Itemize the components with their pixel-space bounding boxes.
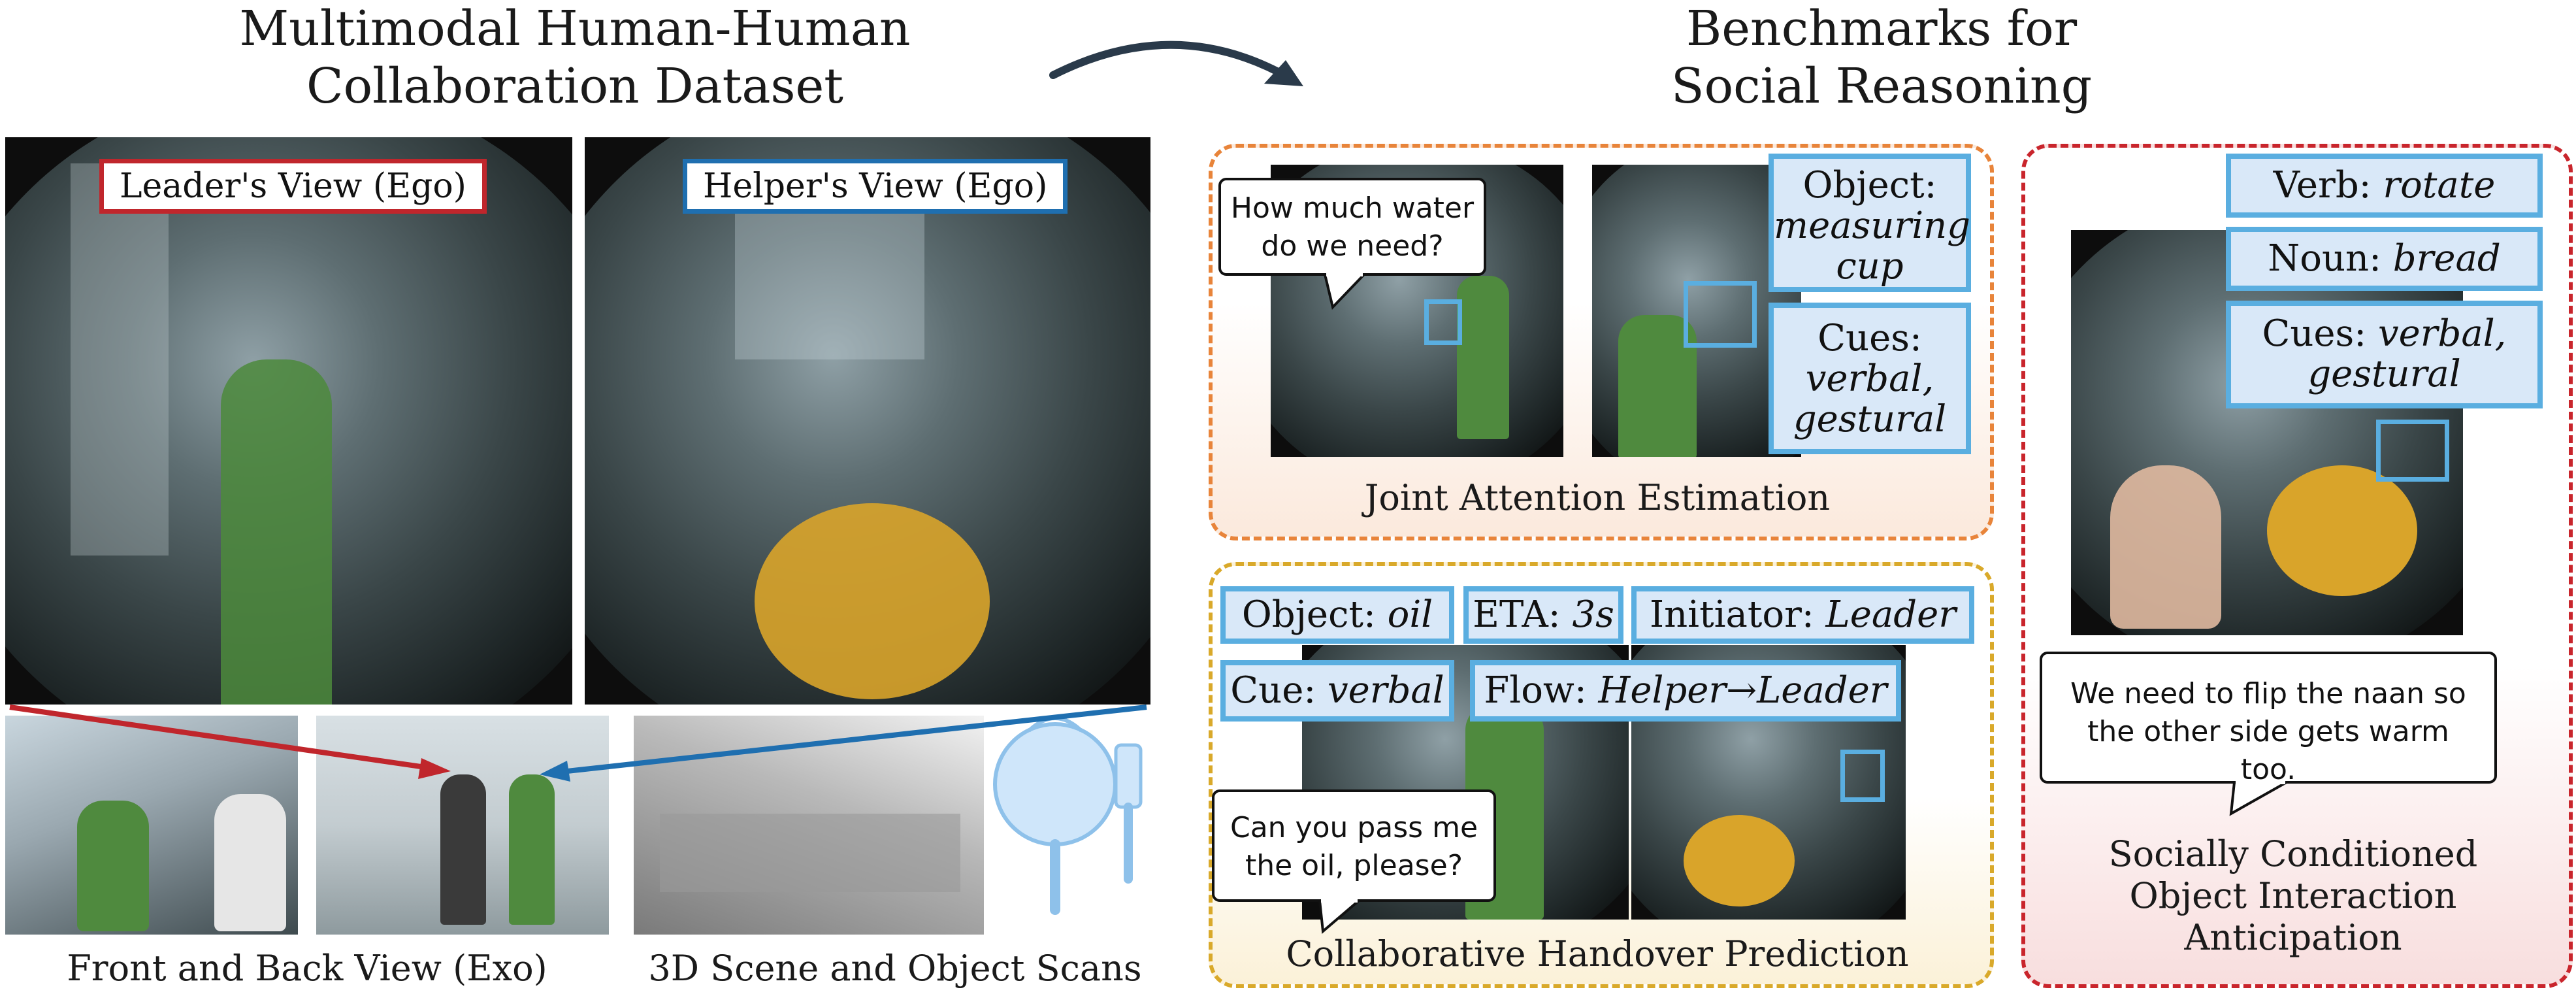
- object-value: measuring cup: [1774, 205, 1971, 288]
- cue-label: Cue:: [1230, 669, 1316, 712]
- joint-attention-image-right: [1592, 165, 1801, 457]
- handover-cue-tag: Cue: verbal: [1220, 660, 1454, 722]
- joint-attention-question: How much water do we need?: [1230, 191, 1475, 263]
- benchmark-title-line2: Social Reasoning: [1671, 58, 2093, 114]
- anticipation-speech: We need to flip the naan so the other si…: [2070, 677, 2466, 786]
- strainer-icon: [993, 716, 1117, 915]
- joint-attention-speech-bubble: How much water do we need?: [1218, 178, 1486, 276]
- noun-label: Noun:: [2268, 237, 2381, 280]
- joint-attention-cues-tag: Cues: verbal, gestural: [1769, 303, 1971, 454]
- scan-caption: 3D Scene and Object Scans: [648, 948, 1142, 989]
- measuring-cup-box-right: [1684, 281, 1757, 348]
- handover-initiator-tag: Initiator: Leader: [1631, 586, 1974, 644]
- anticipation-caption-line2: Object Interaction: [2129, 875, 2457, 916]
- dataset-title-line2: Collaboration Dataset: [306, 58, 843, 114]
- initiator-label: Initiator:: [1649, 593, 1814, 636]
- eta-label: ETA:: [1473, 593, 1561, 636]
- anticipation-caption-line3: Anticipation: [2184, 917, 2402, 958]
- handover-object-value: oil: [1387, 593, 1433, 636]
- leader-ego-image: [5, 137, 572, 705]
- verb-value: rotate: [2383, 164, 2496, 207]
- handover-speech-bubble: Can you pass me the oil, please?: [1212, 789, 1496, 902]
- anticipation-cues-tag: Cues: verbal, gestural: [2226, 301, 2543, 408]
- spatula-icon: [1114, 743, 1143, 884]
- cue-value: verbal: [1328, 669, 1444, 712]
- measuring-cup-box-left: [1424, 299, 1462, 345]
- exo-caption: Front and Back View (Exo): [67, 948, 547, 989]
- scene-scan-image: [634, 716, 984, 935]
- anticipation-caption-line1: Socially Conditioned: [2108, 833, 2478, 874]
- flow-value: Helper→Leader: [1598, 669, 1887, 712]
- anticipation-verb-tag: Verb: rotate: [2226, 154, 2543, 218]
- leader-connector-arrow: [9, 705, 451, 779]
- anticipation-bubble-tail: [2229, 781, 2292, 816]
- handover-flow-tag: Flow: Helper→Leader: [1470, 660, 1901, 722]
- leader-view-label: Leader's View (Ego): [99, 159, 487, 214]
- anticipation-noun-tag: Noun: bread: [2226, 227, 2543, 291]
- handover-question: Can you pass me the oil, please?: [1230, 811, 1478, 882]
- anticipation-cues-label: Cues:: [2262, 312, 2367, 355]
- handover-object-tag: Object: oil: [1220, 586, 1454, 644]
- helper-ego-image: [585, 137, 1150, 705]
- benchmark-title: Benchmarks for Social Reasoning: [1542, 0, 2221, 115]
- cues-value: verbal, gestural: [1793, 357, 1947, 440]
- exo-back-image: [316, 716, 609, 935]
- handover-eta-tag: ETA: 3s: [1463, 586, 1623, 644]
- dataset-title-line1: Multimodal Human-Human: [239, 1, 911, 57]
- verb-label: Verb:: [2273, 164, 2372, 207]
- oil-box: [1840, 750, 1885, 802]
- joint-attention-object-tag: Object: measuring cup: [1769, 154, 1971, 292]
- handover-object-label: Object:: [1241, 593, 1376, 636]
- anticipation-image: [2071, 230, 2463, 635]
- helper-view-label: Helper's View (Ego): [683, 159, 1068, 214]
- exo-front-image: [5, 716, 298, 935]
- initiator-value: Leader: [1825, 593, 1957, 636]
- anticipation-cues-value: verbal, gestural: [2307, 312, 2507, 395]
- cues-label: Cues:: [1818, 317, 1922, 359]
- eta-value: 3s: [1572, 593, 1614, 636]
- anticipation-caption: Socially Conditioned Object Interaction …: [2025, 833, 2561, 959]
- dataset-title: Multimodal Human-Human Collaboration Dat…: [131, 0, 1019, 115]
- noun-value: bread: [2392, 237, 2501, 280]
- helper-connector-arrow: [540, 705, 1147, 782]
- bread-box: [2376, 420, 2449, 482]
- flow-label: Flow:: [1484, 669, 1587, 712]
- benchmark-title-line1: Benchmarks for: [1686, 1, 2078, 57]
- handover-caption: Collaborative Handover Prediction: [1286, 933, 1909, 974]
- object-label: Object:: [1802, 164, 1937, 207]
- joint-attention-caption: Joint Attention Estimation: [1364, 477, 1831, 518]
